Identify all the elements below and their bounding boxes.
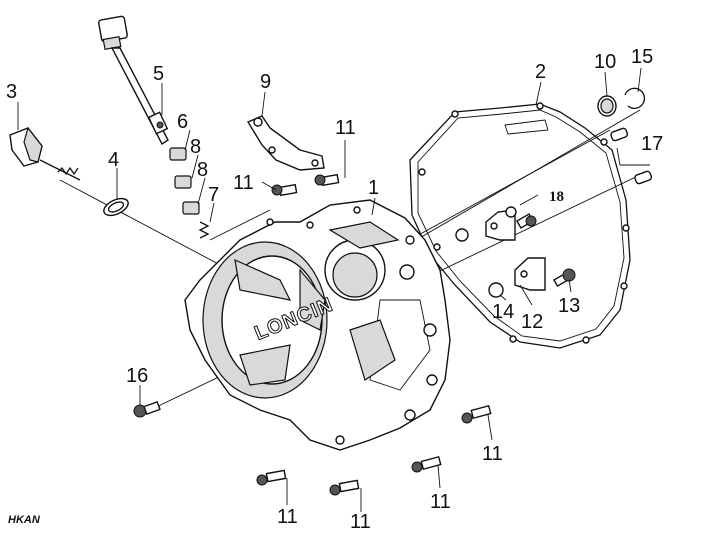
bolt-part-11-upper-right: [314, 173, 340, 187]
oil-seal-part-10: [597, 95, 617, 117]
circlip-part-15: [624, 87, 646, 109]
bolt-part-18: [505, 206, 537, 229]
drain-plug-part-3: [9, 126, 81, 181]
brackets-part-12-14: [485, 209, 546, 291]
callout-8-a: 8: [190, 136, 201, 158]
callout-2: 2: [535, 61, 546, 83]
callout-8-b: 8: [197, 159, 208, 181]
callout-6: 6: [177, 111, 188, 133]
callout-12: 12: [521, 311, 543, 333]
bracket-part-9: [246, 115, 325, 171]
dowel-pins-part-17: [610, 127, 653, 185]
callout-11-e: 11: [350, 511, 371, 533]
callout-11-a: 11: [335, 117, 356, 139]
spring-part-7: [198, 221, 210, 239]
callout-11-b: 11: [233, 172, 254, 194]
callout-11-d: 11: [277, 506, 298, 528]
diagram-code: HKAN: [8, 514, 41, 526]
spacer-part-8-a: [174, 175, 192, 189]
spacer-part-8-b: [182, 201, 200, 215]
callout-10: 10: [594, 51, 616, 73]
callout-9: 9: [260, 71, 271, 93]
callout-7: 7: [208, 184, 219, 206]
callout-labels: 3 4 5 6 8 8 7 9 11 11 1 2 10 15 17 18 14…: [6, 46, 663, 533]
callout-16: 16: [126, 365, 148, 387]
callout-18: 18: [549, 189, 564, 205]
callout-1: 1: [368, 177, 379, 199]
leader-lines: [17, 67, 650, 512]
callout-5: 5: [153, 63, 164, 85]
bolt-part-16: [133, 400, 161, 418]
bolt-part-11-right: [461, 404, 492, 424]
dipstick-part-5: [98, 15, 169, 146]
callout-14: 14: [492, 301, 514, 323]
gasket-part-2: [409, 102, 631, 349]
callout-4: 4: [108, 149, 119, 171]
bolt-part-11-bottom-1: [256, 469, 287, 486]
bolt-part-11-bottom-2: [329, 479, 360, 496]
bolt-part-13: [552, 268, 576, 288]
callout-11-f: 11: [430, 491, 451, 513]
bolt-part-11-bottom-3: [411, 455, 442, 473]
bolt-part-11-upper-left: [271, 183, 298, 197]
crankcase-cover-part-1: LONCIN: [184, 199, 451, 451]
o-ring-part-4: [103, 197, 129, 217]
callout-13: 13: [558, 295, 580, 317]
callout-11-c: 11: [482, 443, 503, 465]
callout-15: 15: [631, 46, 653, 68]
callout-3: 3: [6, 81, 17, 103]
spacer-part-6: [169, 147, 187, 161]
callout-17: 17: [641, 133, 663, 155]
